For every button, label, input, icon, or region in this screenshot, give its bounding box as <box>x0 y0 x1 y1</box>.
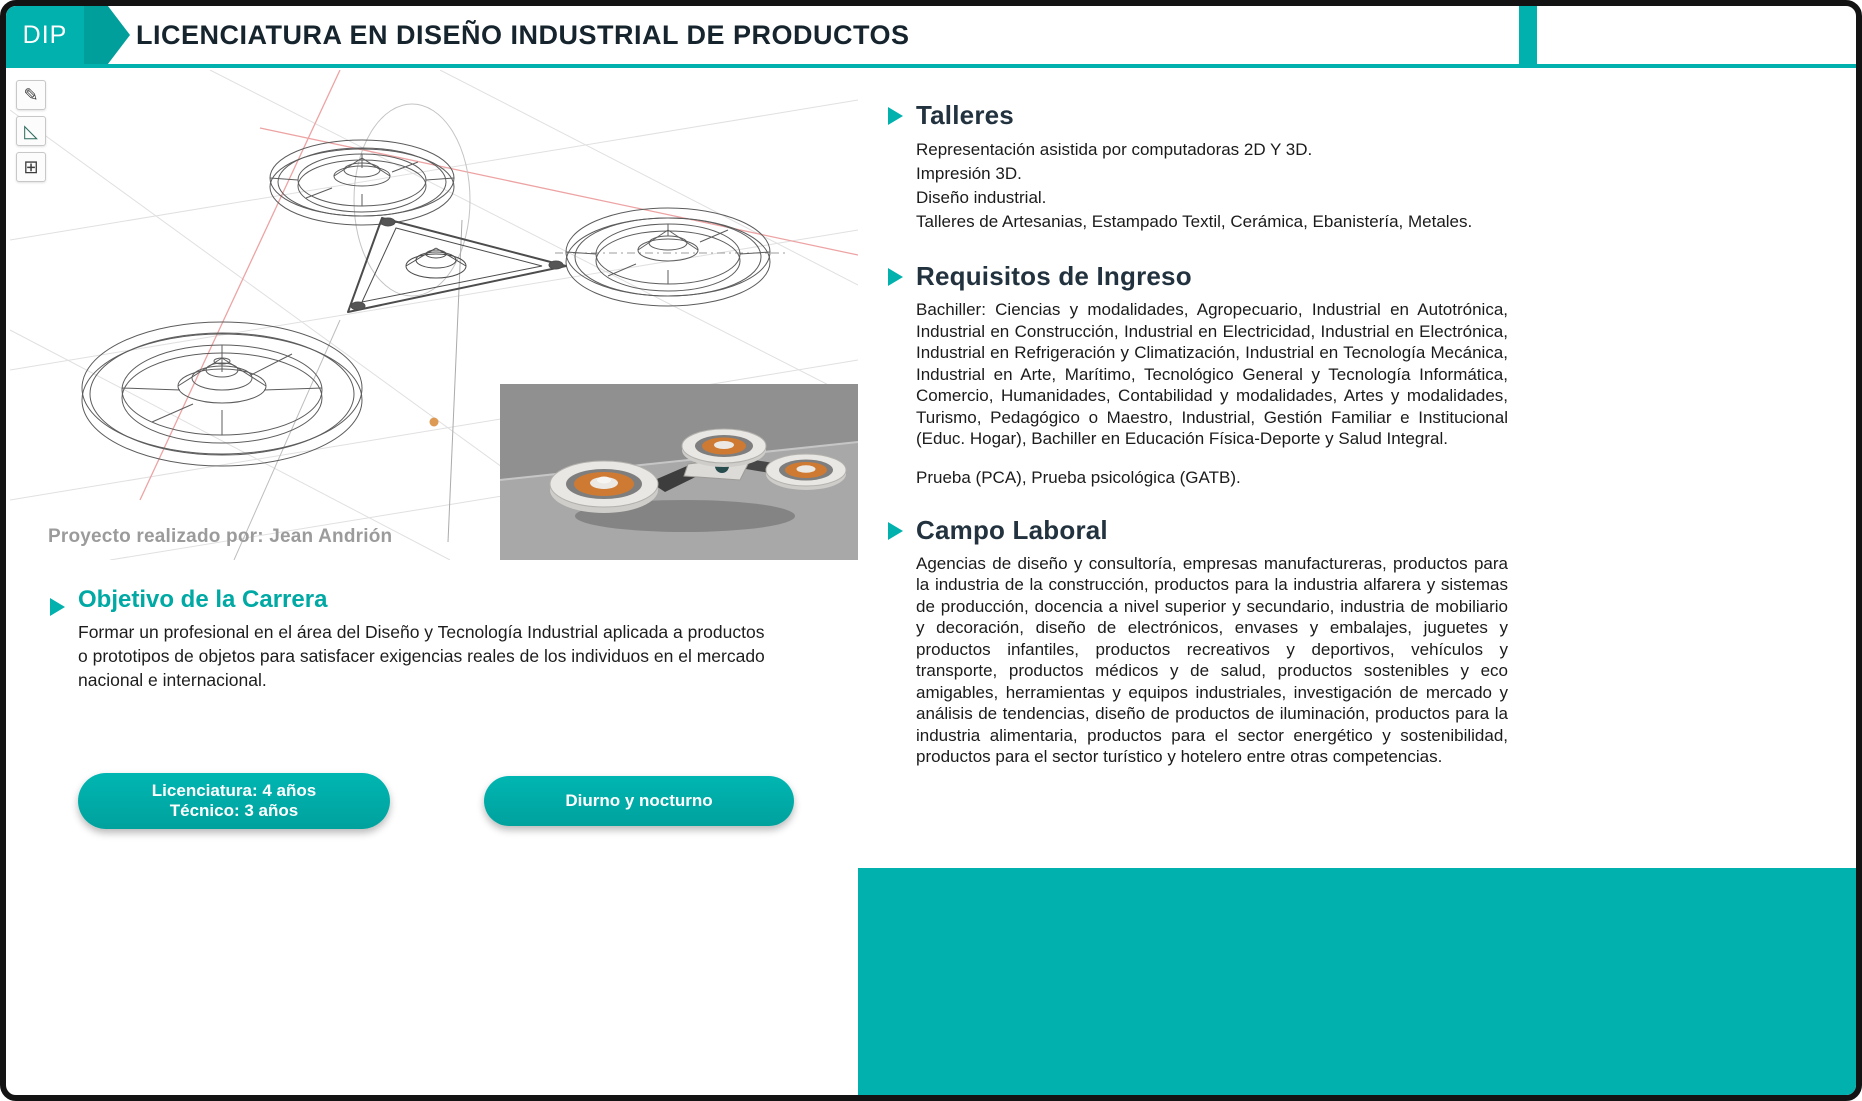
campo-laboral-heading: Campo Laboral <box>916 514 1108 545</box>
drone-render-inset <box>500 384 858 560</box>
objective-body: Formar un profesional en el área del Dis… <box>78 622 765 690</box>
protractor-icon: ◺ <box>24 120 38 141</box>
requisitos-note: Prueba (PCA), Prueba psicológica (GATB). <box>916 467 1241 487</box>
list-item: Representación asistida por computadoras… <box>916 140 1313 159</box>
duration-line-1: Licenciatura: 4 años <box>151 781 317 800</box>
drone-wireframe-image <box>10 70 858 560</box>
rotor-left <box>81 321 363 467</box>
program-code-badge: DIP <box>6 6 84 64</box>
objective-heading: Objetivo de la Carrera <box>78 586 328 613</box>
header-accent-square <box>1519 6 1537 64</box>
rotor-right <box>565 207 771 307</box>
project-credit-caption: Proyecto realizado por: Jean Andrión <box>48 526 393 547</box>
list-item: Impresión 3D. <box>916 164 1022 183</box>
body-plate <box>347 217 567 313</box>
requisitos-body: Bachiller: Ciencias y modalidades, Agrop… <box>916 300 1508 448</box>
duration-badge[interactable]: Licenciatura: 4 años Técnico: 3 años <box>78 773 390 829</box>
reference-point <box>429 417 439 427</box>
rotor-top <box>269 139 455 226</box>
list-item: Talleres de Artesanias, Estampado Textil… <box>916 212 1473 231</box>
info-column: Talleres Representación asistida por com… <box>888 100 1508 768</box>
triangle-bullet-icon <box>888 521 903 540</box>
triangle-bullet-icon <box>888 107 903 125</box>
talleres-list: Representación asistida por computadoras… <box>916 138 1508 234</box>
list-item: Diseño industrial. <box>916 188 1047 207</box>
talleres-heading: Talleres <box>916 100 1014 130</box>
requisitos-heading: Requisitos de Ingreso <box>916 261 1192 291</box>
header-arrow-icon <box>84 6 130 64</box>
cad-viewport: ✎ ◺ ⊞ Proyecto realizado por: Jean Andri… <box>10 70 858 560</box>
protractor-tool-button[interactable]: ◺ <box>16 116 46 146</box>
campo-laboral-body: Agencias de diseño y consultoría, empres… <box>916 553 1508 767</box>
section-campo-laboral: Campo Laboral Agencias de diseño y consu… <box>888 515 1508 768</box>
pencil-tool-button[interactable]: ✎ <box>16 80 46 110</box>
drone-render-image <box>500 384 858 560</box>
schedule-badge[interactable]: Diurno y nocturno <box>484 776 794 826</box>
triangle-bullet-icon <box>888 268 903 286</box>
pencil-icon: ✎ <box>23 84 39 105</box>
page-title: LICENCIATURA EN DISEÑO INDUSTRIAL DE PRO… <box>136 20 910 50</box>
section-requisitos: Requisitos de Ingreso Bachiller: Ciencia… <box>888 261 1508 488</box>
cad-toolbar: ✎ ◺ ⊞ <box>16 80 46 182</box>
triangle-bullet-icon <box>50 598 65 616</box>
duration-line-2: Técnico: 3 años <box>169 801 299 820</box>
section-talleres: Talleres Representación asistida por com… <box>888 100 1508 234</box>
header-rule <box>6 64 1856 68</box>
schedule-line-1: Diurno y nocturno <box>565 791 713 810</box>
add-frame-icon: ⊞ <box>23 156 39 177</box>
add-frame-tool-button[interactable]: ⊞ <box>16 152 46 182</box>
bottom-accent-block <box>858 868 1856 1095</box>
